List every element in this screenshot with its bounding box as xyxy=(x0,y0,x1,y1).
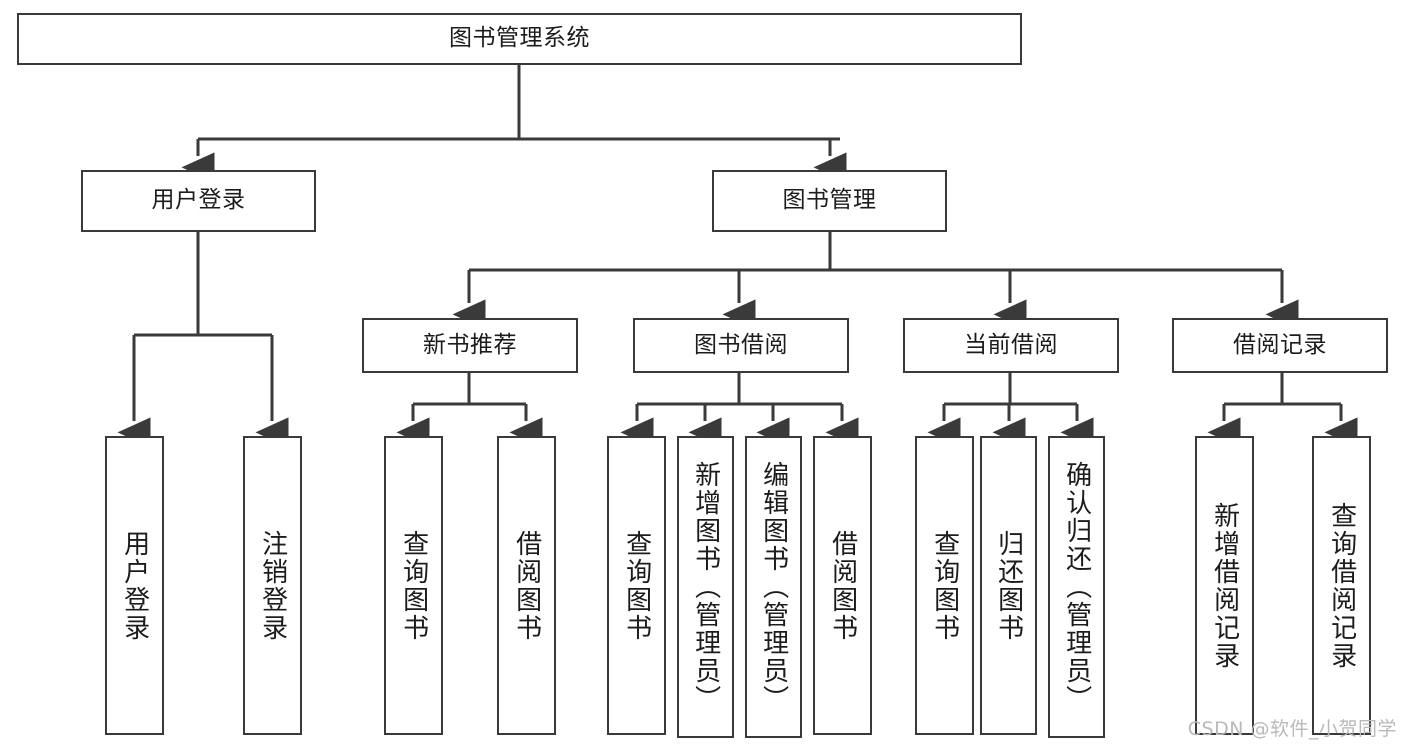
leaf-user-login-logout[interactable]: 注销登录 xyxy=(243,436,302,735)
node-label: 用户登录 xyxy=(119,529,150,642)
node-label: 图书借阅 xyxy=(694,331,788,358)
leaf-record-query-record[interactable]: 查询借阅记录 xyxy=(1312,436,1371,735)
node-label: 借阅图书 xyxy=(827,529,858,642)
node-label: 查询图书 xyxy=(929,529,960,642)
node-label: 图书管理系统 xyxy=(449,25,590,52)
node-label: 确认归还（管理员） xyxy=(1061,461,1092,713)
node-label: 用户登录 xyxy=(151,187,246,214)
leaf-borrow-edit-book-admin[interactable]: 编辑图书（管理员） xyxy=(745,436,802,738)
node-book-management[interactable]: 图书管理 xyxy=(712,170,947,232)
node-book-borrow[interactable]: 图书借阅 xyxy=(633,318,849,373)
node-label: 图书管理 xyxy=(782,187,877,214)
leaf-recommend-query-book[interactable]: 查询图书 xyxy=(384,436,443,735)
leaf-recommend-borrow-book[interactable]: 借阅图书 xyxy=(497,436,556,735)
leaf-borrow-add-book-admin[interactable]: 新增图书（管理员） xyxy=(677,436,734,738)
node-root-system[interactable]: 图书管理系统 xyxy=(17,13,1022,65)
node-label: 新增图书（管理员） xyxy=(690,461,721,713)
leaf-borrow-query-book[interactable]: 查询图书 xyxy=(607,436,666,735)
node-current-borrow[interactable]: 当前借阅 xyxy=(903,318,1119,373)
node-label: 查询图书 xyxy=(398,529,429,642)
node-label: 当前借阅 xyxy=(964,331,1058,358)
leaf-record-add-record[interactable]: 新增借阅记录 xyxy=(1195,436,1254,735)
node-label: 借阅图书 xyxy=(511,529,542,642)
node-label: 归还图书 xyxy=(993,529,1024,642)
node-label: 编辑图书（管理员） xyxy=(758,461,789,713)
node-label: 新增借阅记录 xyxy=(1209,501,1240,670)
node-label: 查询图书 xyxy=(621,529,652,642)
node-label: 查询借阅记录 xyxy=(1326,501,1357,670)
node-user-login[interactable]: 用户登录 xyxy=(81,170,316,232)
node-label: 借阅记录 xyxy=(1233,331,1327,358)
leaf-current-confirm-return-admin[interactable]: 确认归还（管理员） xyxy=(1048,436,1105,738)
node-borrow-record[interactable]: 借阅记录 xyxy=(1172,318,1388,373)
leaf-current-query-book[interactable]: 查询图书 xyxy=(915,436,974,735)
node-label: 新书推荐 xyxy=(423,331,517,358)
node-label: 注销登录 xyxy=(257,529,288,642)
leaf-user-login-login[interactable]: 用户登录 xyxy=(105,436,164,735)
node-new-book-recommend[interactable]: 新书推荐 xyxy=(362,318,578,373)
leaf-borrow-borrow-book[interactable]: 借阅图书 xyxy=(813,436,872,735)
leaf-current-return-book[interactable]: 归还图书 xyxy=(980,436,1037,735)
csdn-watermark: CSDN @软件_小贺同学 xyxy=(1187,718,1397,740)
